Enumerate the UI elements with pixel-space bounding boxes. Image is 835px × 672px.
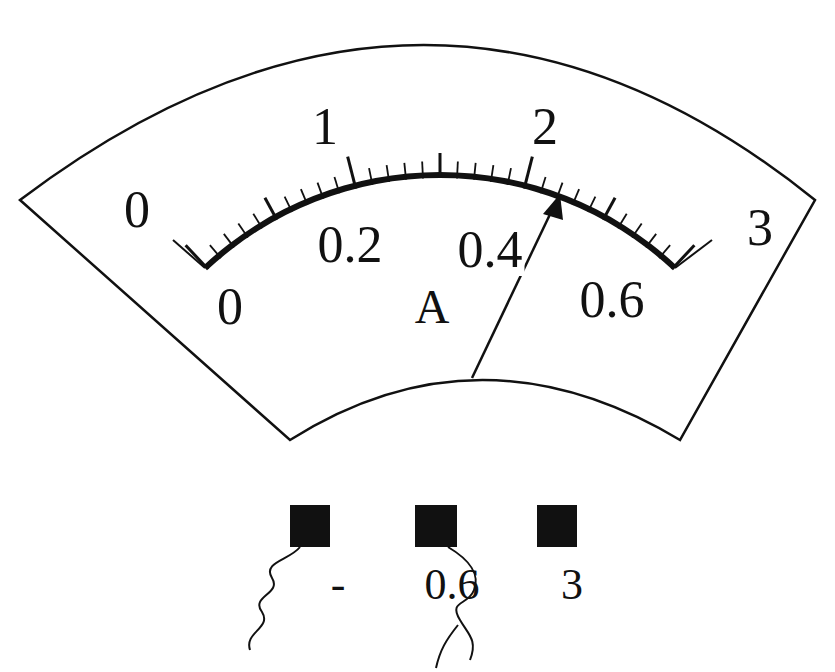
scale-tick: [404, 163, 406, 180]
terminal: [415, 505, 457, 547]
terminal-label: -: [331, 563, 346, 607]
scale-number: 0: [217, 281, 243, 333]
scale-tick: [632, 223, 642, 237]
scale-number: 0.2: [318, 219, 383, 271]
scale-tick: [238, 223, 248, 237]
scale-tick: [456, 161, 459, 178]
scale-number: 0: [124, 184, 150, 236]
terminal: [290, 505, 330, 547]
scale-tick: [369, 168, 372, 185]
scale-tick: [524, 157, 532, 189]
scale-number: 0.6: [580, 274, 645, 326]
terminal: [537, 505, 577, 547]
scale-tick: [301, 189, 308, 205]
scale-tick: [541, 177, 546, 193]
unit-symbol: A: [415, 283, 450, 331]
scale-ticks: [186, 153, 695, 269]
scale-tick: [659, 245, 670, 258]
scale-tick: [646, 234, 656, 248]
scale-tick: [474, 163, 476, 180]
scale-number: 1: [312, 101, 338, 153]
terminal-label: 3: [561, 563, 583, 607]
scale-tick: [253, 214, 262, 228]
scale-tick: [285, 197, 292, 212]
zero-lead: [173, 240, 205, 268]
scale-tick: [348, 157, 356, 189]
scale-tick: [186, 245, 209, 269]
scale-tick: [224, 234, 234, 248]
scale-tick: [672, 245, 695, 269]
scale-tick: [265, 198, 277, 220]
scale-tick: [210, 245, 221, 258]
scale-tick: [439, 153, 442, 178]
scale-tick: [318, 183, 324, 199]
scale-tick: [387, 165, 390, 182]
pointer-tip: [543, 194, 563, 220]
scale-tick: [588, 197, 595, 212]
scale-tick: [491, 165, 494, 182]
end-lead: [675, 240, 712, 268]
scale-tick: [334, 177, 339, 193]
scale-tick: [572, 189, 579, 205]
scale-tick: [508, 168, 511, 185]
scale-number: 3: [747, 202, 773, 254]
scale-number: 2: [532, 101, 558, 153]
scale-number: 0.4: [456, 224, 525, 276]
meter-face: [20, 45, 815, 440]
scale-arc: [204, 172, 676, 269]
scale-tick: [618, 214, 627, 228]
wire: [249, 547, 300, 650]
scale-tick: [603, 198, 615, 220]
scale-tick: [421, 161, 424, 178]
terminal-label: 0.6: [425, 563, 480, 607]
